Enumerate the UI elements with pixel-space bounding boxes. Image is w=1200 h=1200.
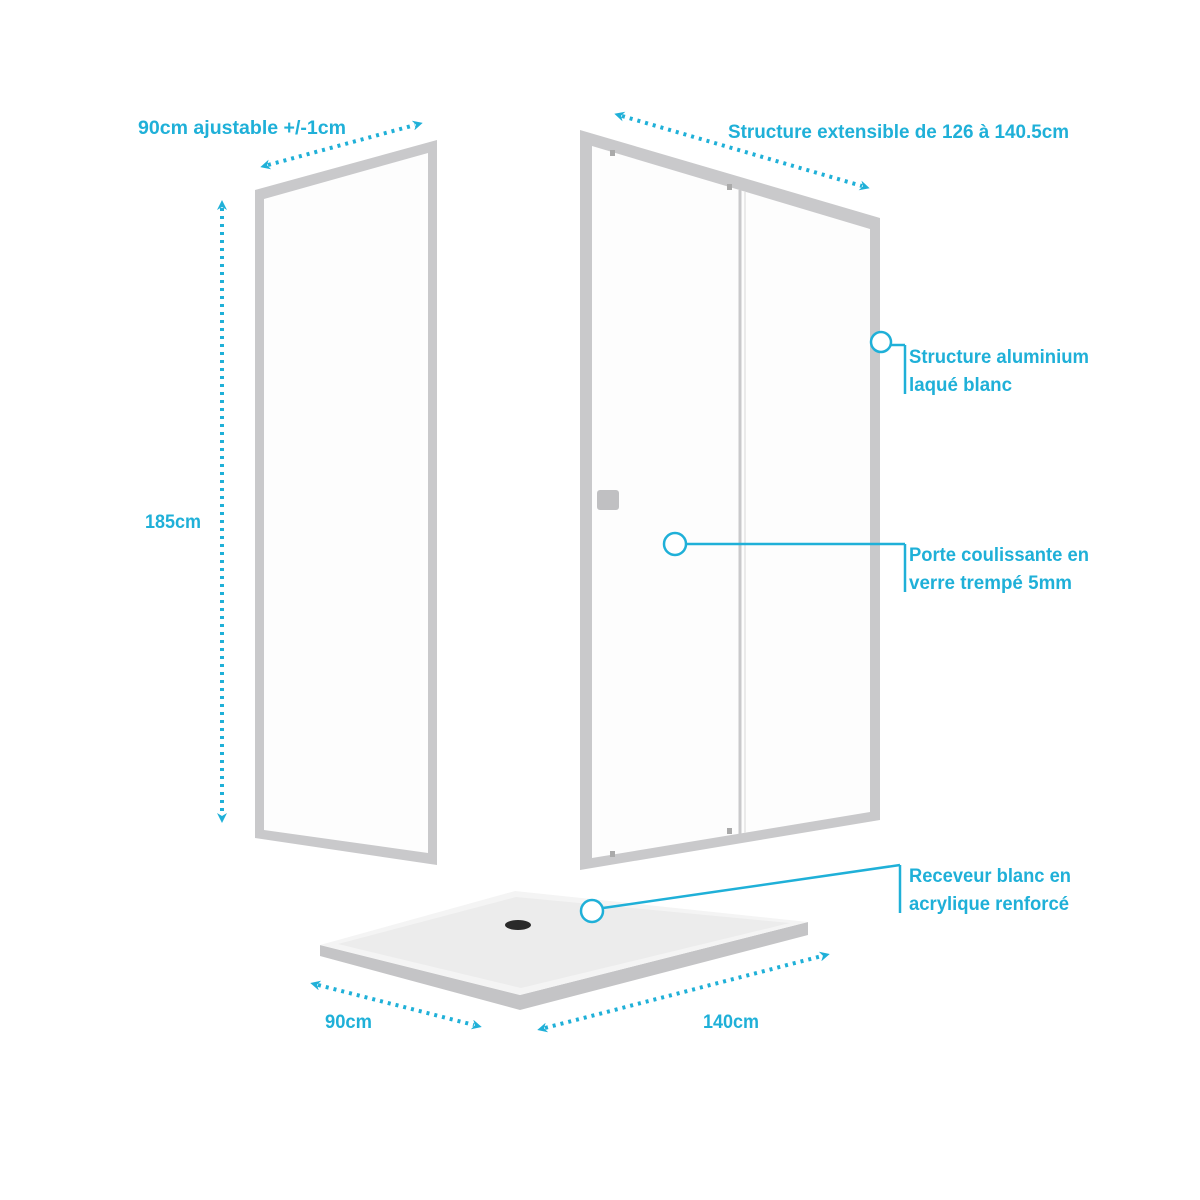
shower-tray (320, 891, 808, 1010)
dimension-arrows (217, 111, 870, 1033)
side-width-arrow (260, 120, 423, 170)
callout-frame-line1: Structure aluminium (909, 347, 1089, 368)
callout-frame (869, 330, 907, 394)
door-width-arrow (614, 111, 870, 191)
tray-depth-label: 90cm (325, 1012, 372, 1033)
door-handle (597, 490, 619, 510)
door-width-label: Structure extensible de 126 à 140.5cm (728, 122, 1069, 143)
tray-depth-arrow (310, 980, 482, 1030)
tray-length-label: 140cm (703, 1012, 759, 1033)
callout-tray-line1: Receveur blanc en (909, 866, 1071, 887)
callout-door-line2: verre trempé 5mm (909, 573, 1072, 594)
callout-tray (579, 863, 902, 924)
side-width-label: 90cm ajustable +/-1cm (138, 118, 346, 139)
callout-door-line1: Porte coulissante en (909, 545, 1089, 566)
height-label: 185cm (145, 512, 201, 533)
drain-icon (505, 920, 531, 930)
callout-tray-line2: acrylique renforcé (909, 894, 1069, 915)
side-panel (255, 140, 437, 865)
sliding-door (580, 130, 880, 870)
callout-door (662, 531, 907, 592)
callout-frame-line2: laqué blanc (909, 375, 1012, 396)
